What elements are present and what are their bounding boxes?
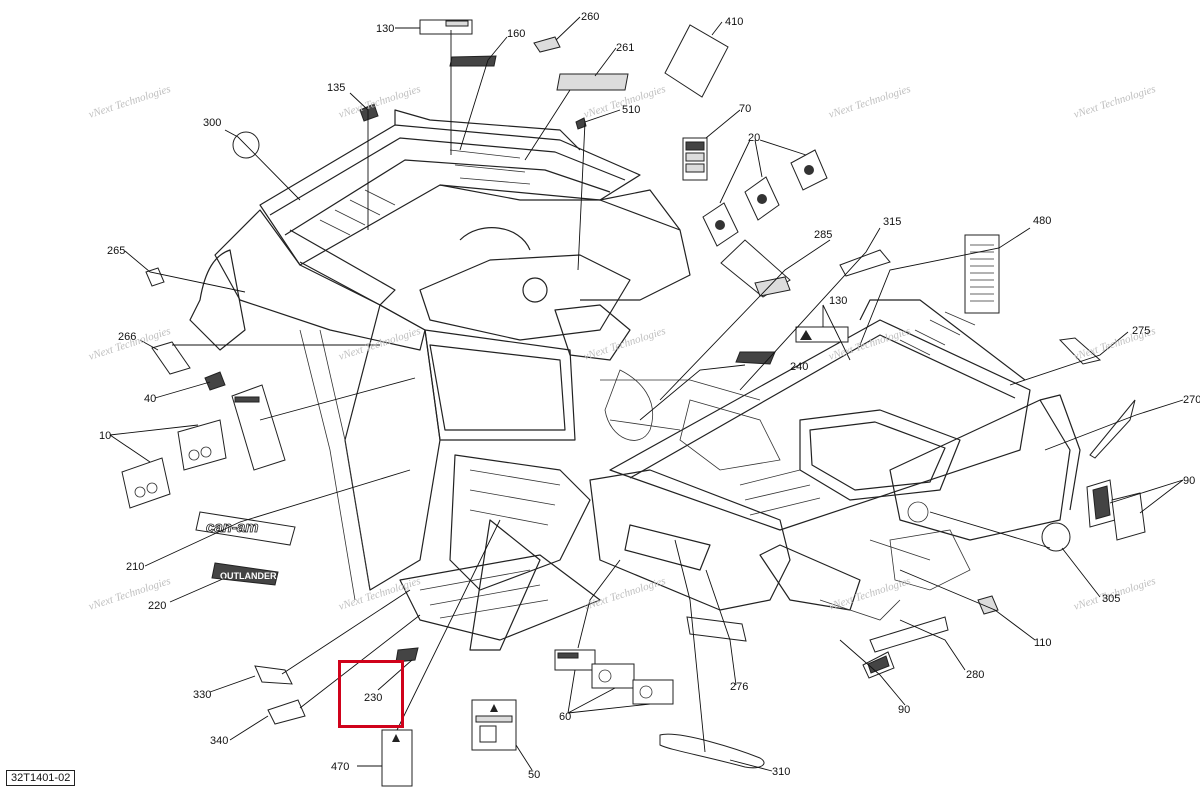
callout-110[interactable]: 110 <box>1034 637 1052 649</box>
decal-266 <box>151 341 191 375</box>
decal-10-a <box>121 457 171 509</box>
callout-20[interactable]: 20 <box>748 132 760 144</box>
callout-130-right[interactable]: 130 <box>829 295 847 307</box>
callout-310[interactable]: 310 <box>772 766 790 778</box>
callout-470[interactable]: 470 <box>331 761 349 773</box>
callout-135[interactable]: 135 <box>327 82 345 94</box>
watermark: vNext Technologies <box>337 83 422 121</box>
watermark: vNext Technologies <box>827 575 912 613</box>
decal-510 <box>575 117 587 130</box>
decal-210 <box>195 511 296 546</box>
decal-261 <box>556 73 629 91</box>
callout-70[interactable]: 70 <box>739 103 751 115</box>
decal-110 <box>977 595 999 615</box>
callout-40[interactable]: 40 <box>144 393 156 405</box>
callout-305[interactable]: 305 <box>1102 593 1120 605</box>
callout-270[interactable]: 270 <box>1183 394 1200 406</box>
decal-60-b <box>591 663 635 689</box>
decal-90-b <box>1111 492 1146 541</box>
decal-10-b <box>177 419 227 471</box>
callout-340[interactable]: 340 <box>210 735 228 747</box>
callout-60[interactable]: 60 <box>559 711 571 723</box>
document-code: 32T1401-02 <box>6 770 76 786</box>
decal-160 <box>449 55 497 67</box>
callout-230[interactable]: 230 <box>364 692 382 704</box>
callout-10[interactable]: 10 <box>99 430 111 442</box>
callout-90[interactable]: 90 <box>898 704 910 716</box>
watermark: vNext Technologies <box>827 83 912 121</box>
callout-275[interactable]: 275 <box>1132 325 1150 337</box>
callout-330[interactable]: 330 <box>193 689 211 701</box>
decal-260 <box>533 36 561 53</box>
callout-130[interactable]: 130 <box>376 23 394 35</box>
decal-410 <box>664 24 729 98</box>
callout-261[interactable]: 261 <box>616 42 634 54</box>
callout-160[interactable]: 160 <box>507 28 525 40</box>
watermark: vNext Technologies <box>337 325 422 363</box>
leader-lines <box>109 16 1184 772</box>
decal-270 <box>1089 399 1136 459</box>
decal-315 <box>839 249 891 277</box>
decal-280 <box>869 616 949 653</box>
callout-220[interactable]: 220 <box>148 600 166 612</box>
watermark: vNext Technologies <box>1072 83 1157 121</box>
atv-body-drawing <box>189 109 1081 651</box>
decal-60-c <box>632 679 674 705</box>
callout-210[interactable]: 210 <box>126 561 144 573</box>
decal-40-large <box>231 384 286 471</box>
callout-510[interactable]: 510 <box>622 104 640 116</box>
decal-275 <box>1058 337 1102 365</box>
decal-276 <box>686 616 747 642</box>
decals: OUTLANDER can-am <box>121 19 1146 787</box>
callout-280[interactable]: 280 <box>966 669 984 681</box>
decal-310 <box>659 733 765 769</box>
decal-40 <box>204 371 226 391</box>
decal-135 <box>359 103 379 122</box>
callout-50[interactable]: 50 <box>528 769 540 781</box>
callout-300[interactable]: 300 <box>203 117 221 129</box>
decal-230 <box>395 647 419 663</box>
callout-480[interactable]: 480 <box>1033 215 1051 227</box>
decal-340 <box>267 699 306 725</box>
decal-220 <box>211 562 279 586</box>
callout-90-right[interactable]: 90 <box>1183 475 1195 487</box>
watermark: vNext Technologies <box>337 575 422 613</box>
decal-305 <box>1041 522 1071 552</box>
callout-285[interactable]: 285 <box>814 229 832 241</box>
callout-265[interactable]: 265 <box>107 245 125 257</box>
callout-260[interactable]: 260 <box>581 11 599 23</box>
highlight-box-230 <box>338 660 404 728</box>
callout-315[interactable]: 315 <box>883 216 901 228</box>
callout-labels: 130 160 260 261 410 70 20 510 135 300 26… <box>99 11 1200 781</box>
decal-480 <box>964 234 1000 314</box>
callout-266[interactable]: 266 <box>118 331 136 343</box>
watermark: vNext Technologies <box>87 83 172 121</box>
callout-410[interactable]: 410 <box>725 16 743 28</box>
outlander-decal-text: OUTLANDER <box>220 571 277 581</box>
can-am-decal-text: can-am <box>206 519 259 536</box>
decal-330 <box>254 665 293 685</box>
callout-240[interactable]: 240 <box>790 361 808 373</box>
decal-240 <box>735 351 776 365</box>
callout-276[interactable]: 276 <box>730 681 748 693</box>
